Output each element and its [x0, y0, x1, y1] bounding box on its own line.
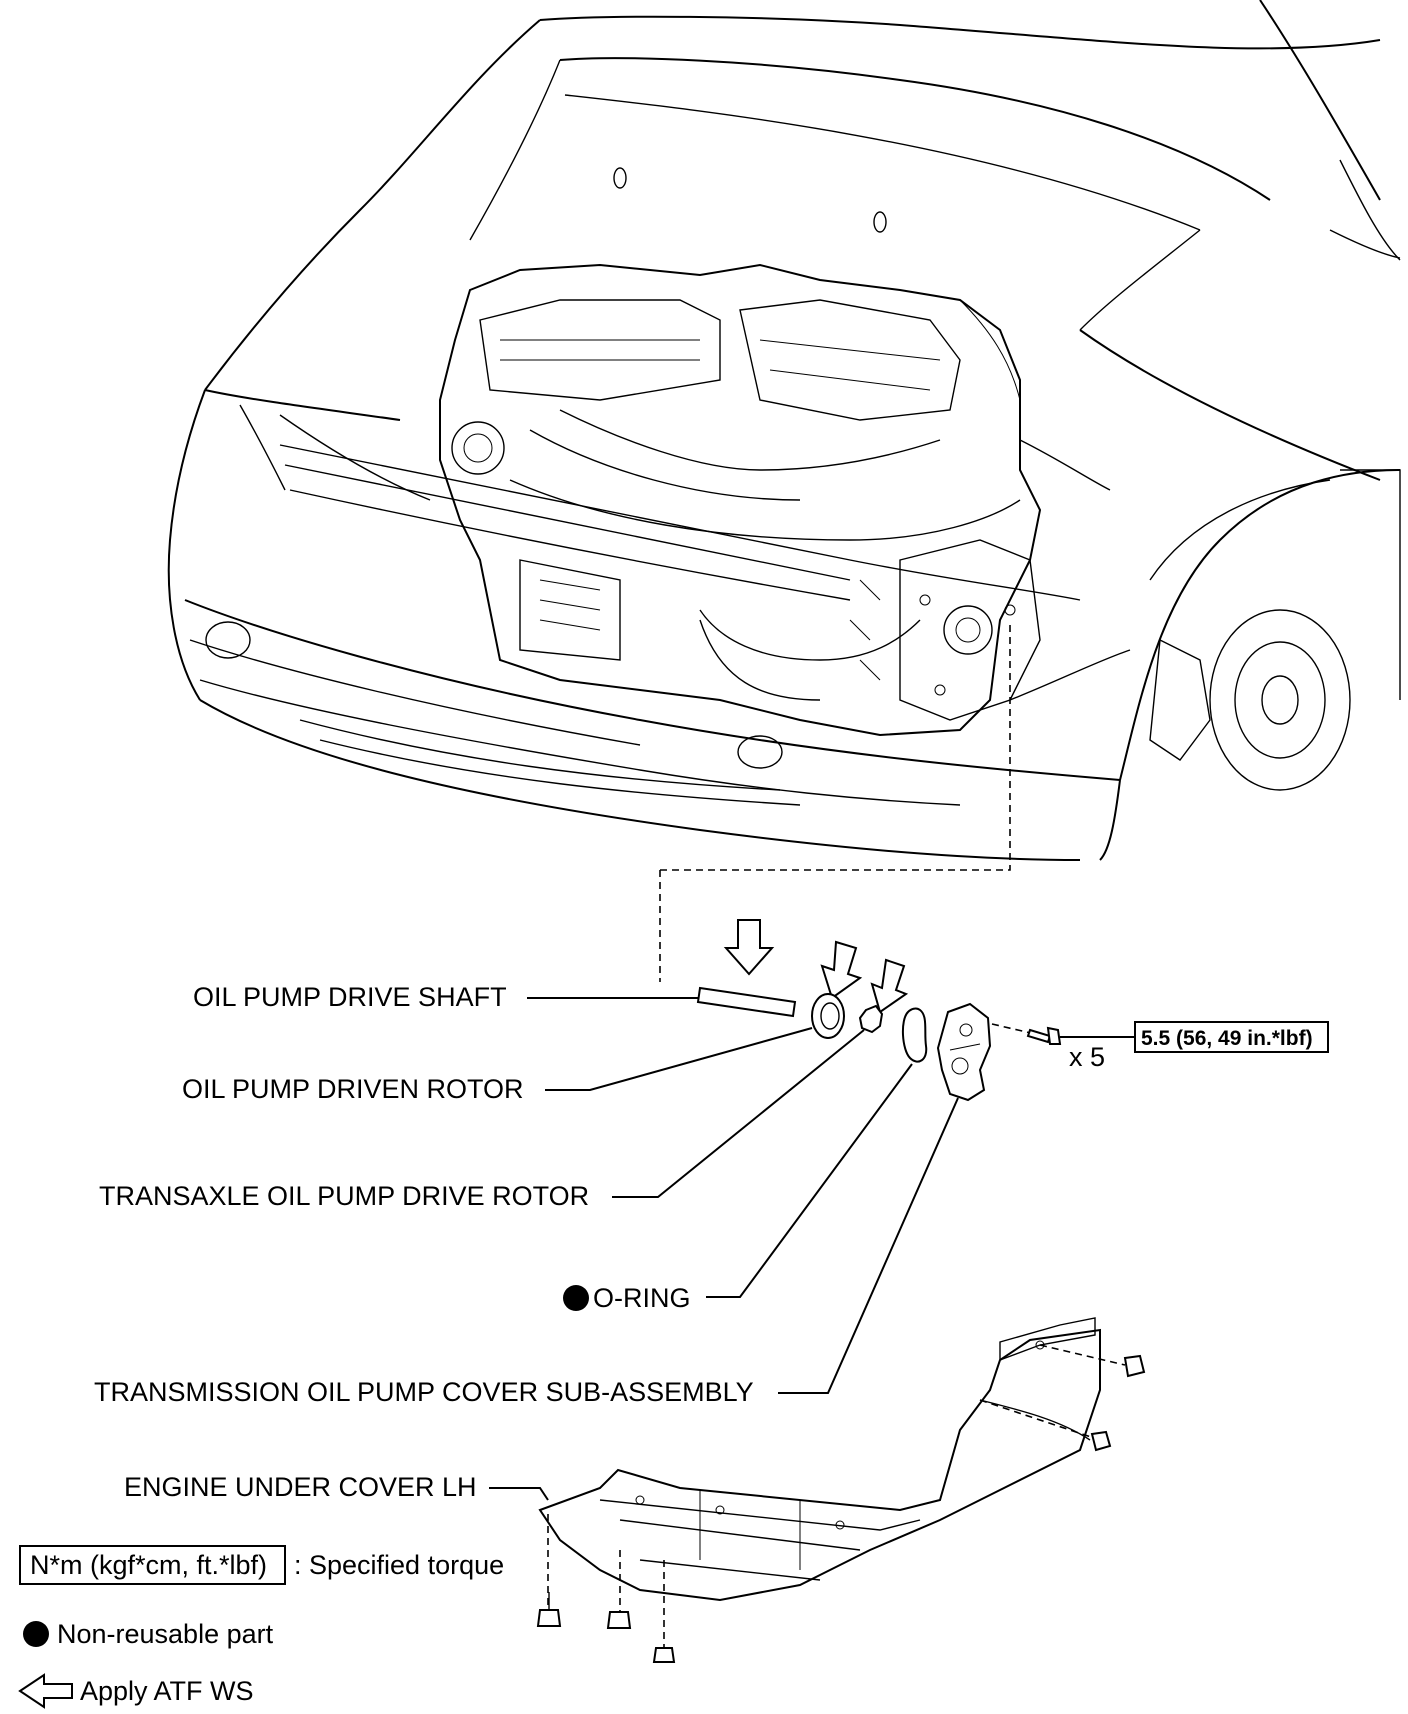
apply-atf-arrow-icon — [820, 940, 863, 1000]
engine-under-cover-part — [538, 1317, 1101, 1602]
torque-box-icon — [19, 1545, 286, 1585]
solid-dot-icon — [23, 1621, 49, 1647]
vehicle-body-illustration — [167, 0, 1401, 861]
transmission-oil-pump-cover-part — [936, 1002, 992, 1102]
bolt-part — [606, 1611, 632, 1629]
hollow-arrow-icon — [18, 1673, 73, 1709]
label-transmission-oil-pump-cover: TRANSMISSION OIL PUMP COVER SUB-ASSEMBLY — [94, 1377, 754, 1407]
bolt-part — [536, 1592, 562, 1627]
leader-driven-rotor — [545, 1027, 813, 1091]
leader-under-cover — [489, 1487, 549, 1501]
legend-apply-atf-ws: Apply ATF WS — [80, 1676, 254, 1706]
legend: N*m (kgf*cm, ft.*lbf) : Specified torque… — [18, 1545, 504, 1709]
torque-value: 5.5 (56, 49 in.*lbf) — [1141, 1027, 1313, 1050]
label-o-ring: O-RING — [593, 1283, 691, 1313]
transaxle-oil-pump-drive-rotor-part — [858, 1004, 884, 1034]
legend-torque-box-text: N*m (kgf*cm, ft.*lbf) — [30, 1550, 267, 1580]
o-ring-part — [902, 1007, 928, 1063]
leader-drive-rotor — [612, 1029, 865, 1198]
label-transaxle-oil-pump-drive-rotor: TRANSAXLE OIL PUMP DRIVE ROTOR — [99, 1181, 589, 1211]
legend-specified-torque: : Specified torque — [294, 1550, 504, 1580]
torque-quantity: x 5 — [1069, 1042, 1105, 1072]
apply-atf-arrow-icon — [723, 919, 775, 976]
label-oil-pump-driven-rotor: OIL PUMP DRIVEN ROTOR — [182, 1074, 524, 1104]
engine-assembly-illustration — [439, 263, 1131, 737]
label-engine-under-cover-lh: ENGINE UNDER COVER LH — [124, 1472, 477, 1502]
leader-pump-cover — [778, 1097, 959, 1394]
clip-part — [652, 1647, 676, 1663]
oil-pump-drive-shaft-part — [696, 986, 797, 1018]
non-reusable-dot-icon — [563, 1285, 589, 1311]
leader-o-ring — [706, 1063, 913, 1298]
torque-spec-box: 5.5 (56, 49 in.*lbf) — [1134, 1021, 1329, 1053]
label-oil-pump-drive-shaft: OIL PUMP DRIVE SHAFT — [193, 982, 507, 1012]
apply-atf-arrow-icon — [870, 958, 909, 1014]
oil-pump-driven-rotor-part — [811, 993, 845, 1039]
legend-non-reusable-part: Non-reusable part — [57, 1619, 274, 1649]
clip-part — [1123, 1354, 1146, 1378]
bolt-part — [1090, 1430, 1112, 1452]
bolt-part — [1026, 1026, 1062, 1045]
